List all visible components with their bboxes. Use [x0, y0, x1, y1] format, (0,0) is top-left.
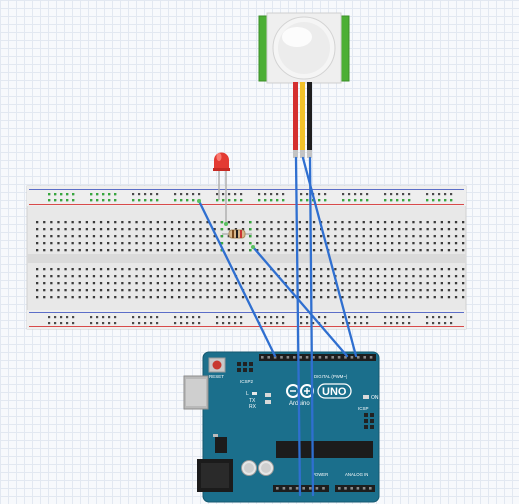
icsp-header	[364, 413, 374, 429]
rx-label: RX	[249, 404, 257, 410]
digital-header	[259, 354, 376, 361]
on-label: ON	[371, 395, 379, 401]
wire-resistor-to-pin	[251, 245, 349, 358]
red-led	[213, 152, 230, 224]
l-led-indicator	[252, 392, 257, 395]
power-label: POWER	[312, 472, 328, 477]
icsp2-label: ICSP2	[240, 379, 254, 384]
reset-label: RESET	[209, 374, 224, 379]
wire-pir-out	[301, 156, 358, 358]
rx-led	[265, 400, 271, 404]
pir-motion-sensor	[258, 12, 350, 158]
breadboard	[26, 185, 467, 330]
analog-label: ANALOG IN	[345, 472, 368, 477]
analog-header	[335, 485, 375, 492]
icsp-label: ICSP	[358, 406, 369, 411]
capacitors	[241, 460, 274, 476]
tx-label: TX	[249, 398, 256, 404]
breadboard-holes	[36, 193, 465, 325]
wire-pir-gnd	[308, 156, 315, 497]
wires	[197, 156, 358, 497]
on-led	[363, 395, 369, 399]
microcontroller-chip	[276, 441, 373, 458]
uno-label: UNO	[322, 386, 347, 398]
wire-led-to-gnd	[197, 199, 277, 358]
wire-pir-vcc	[294, 156, 302, 497]
voltage-regulator	[215, 437, 227, 453]
arduino-uno-board: RESET ICSP2 L TX RX ON DIGITAL (PWM~) UN…	[183, 351, 380, 503]
digital-label: DIGITAL (PWM~)	[314, 374, 348, 379]
tx-led	[265, 393, 271, 397]
l-label: L	[246, 391, 249, 397]
icsp2-header	[237, 362, 253, 372]
resistor	[222, 229, 252, 239]
